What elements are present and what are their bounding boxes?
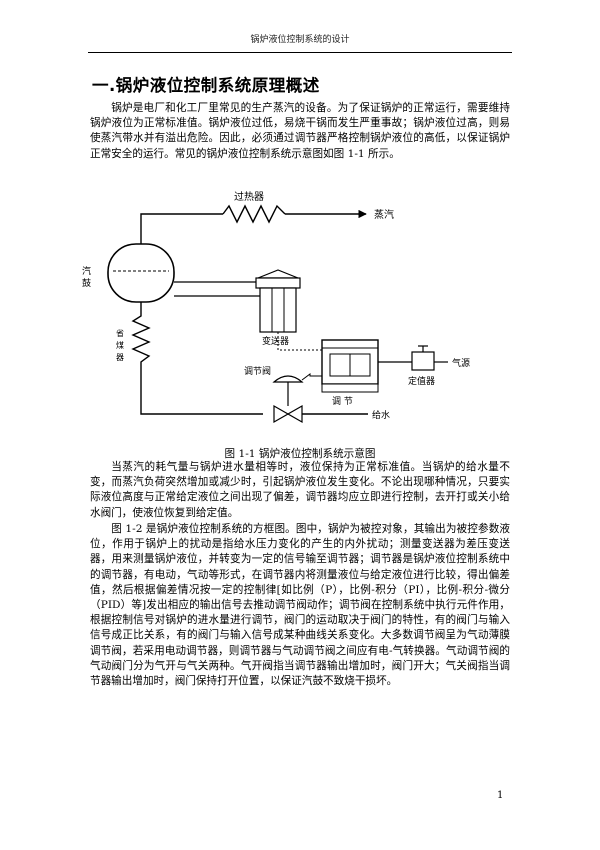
air-source-label: 气源 xyxy=(452,357,470,369)
regulator xyxy=(321,339,379,393)
paragraph-block-diagram: 图 1-2 是锅炉液位控制系统的方框图。图中，锅炉为被控对象，其输出为被控参数液… xyxy=(90,523,510,688)
economizer-label-2: 煤 xyxy=(116,340,124,350)
control-valve xyxy=(272,373,322,424)
paragraph-intro: 锅炉是电厂和化工厂里常见的生产蒸汽的设备。为了保证锅炉的正常运行，需要维持锅炉液… xyxy=(90,102,510,160)
transmitter-signal-line xyxy=(277,332,322,351)
section-title: 一.锅炉液位控制系统原理概述 xyxy=(92,76,320,95)
running-header: 锅炉液位控制系统的设计 xyxy=(250,35,350,45)
regulator-label: 调 节 xyxy=(332,396,353,407)
economizer-label-3: 器 xyxy=(116,353,124,362)
steam-label: 蒸汽 xyxy=(374,208,394,221)
feed-water-label: 给水 xyxy=(372,409,390,421)
steam-line xyxy=(140,204,367,244)
paragraph-operation: 当蒸汽的耗气量与锅炉进水量相等时，液位保持为正常标准值。当锅炉的给水量不变，而蒸… xyxy=(90,461,510,519)
level-transmitter xyxy=(174,269,301,333)
superheater-label: 过热器 xyxy=(234,190,264,203)
page-number: 1 xyxy=(497,790,504,801)
setpoint-device xyxy=(378,345,448,371)
economizer-label: 省 xyxy=(116,328,124,338)
drum-label-1: 汽 xyxy=(82,265,91,277)
economizer xyxy=(131,302,263,415)
transmitter-label: 变送器 xyxy=(262,335,289,347)
control-valve-label: 调节阀 xyxy=(244,366,271,377)
drum-label-2: 鼓 xyxy=(82,277,91,289)
positioner-label: 定值器 xyxy=(408,375,435,387)
figure-caption: 图 1-1 锅炉液位控制系统示意图 xyxy=(224,448,376,460)
steam-drum xyxy=(107,243,175,303)
boiler-control-diagram: 过热器 蒸汽 汽 鼓 省 煤 器 变送器 调 节 定值器 气源 xyxy=(82,190,470,424)
header-divider xyxy=(88,52,512,53)
